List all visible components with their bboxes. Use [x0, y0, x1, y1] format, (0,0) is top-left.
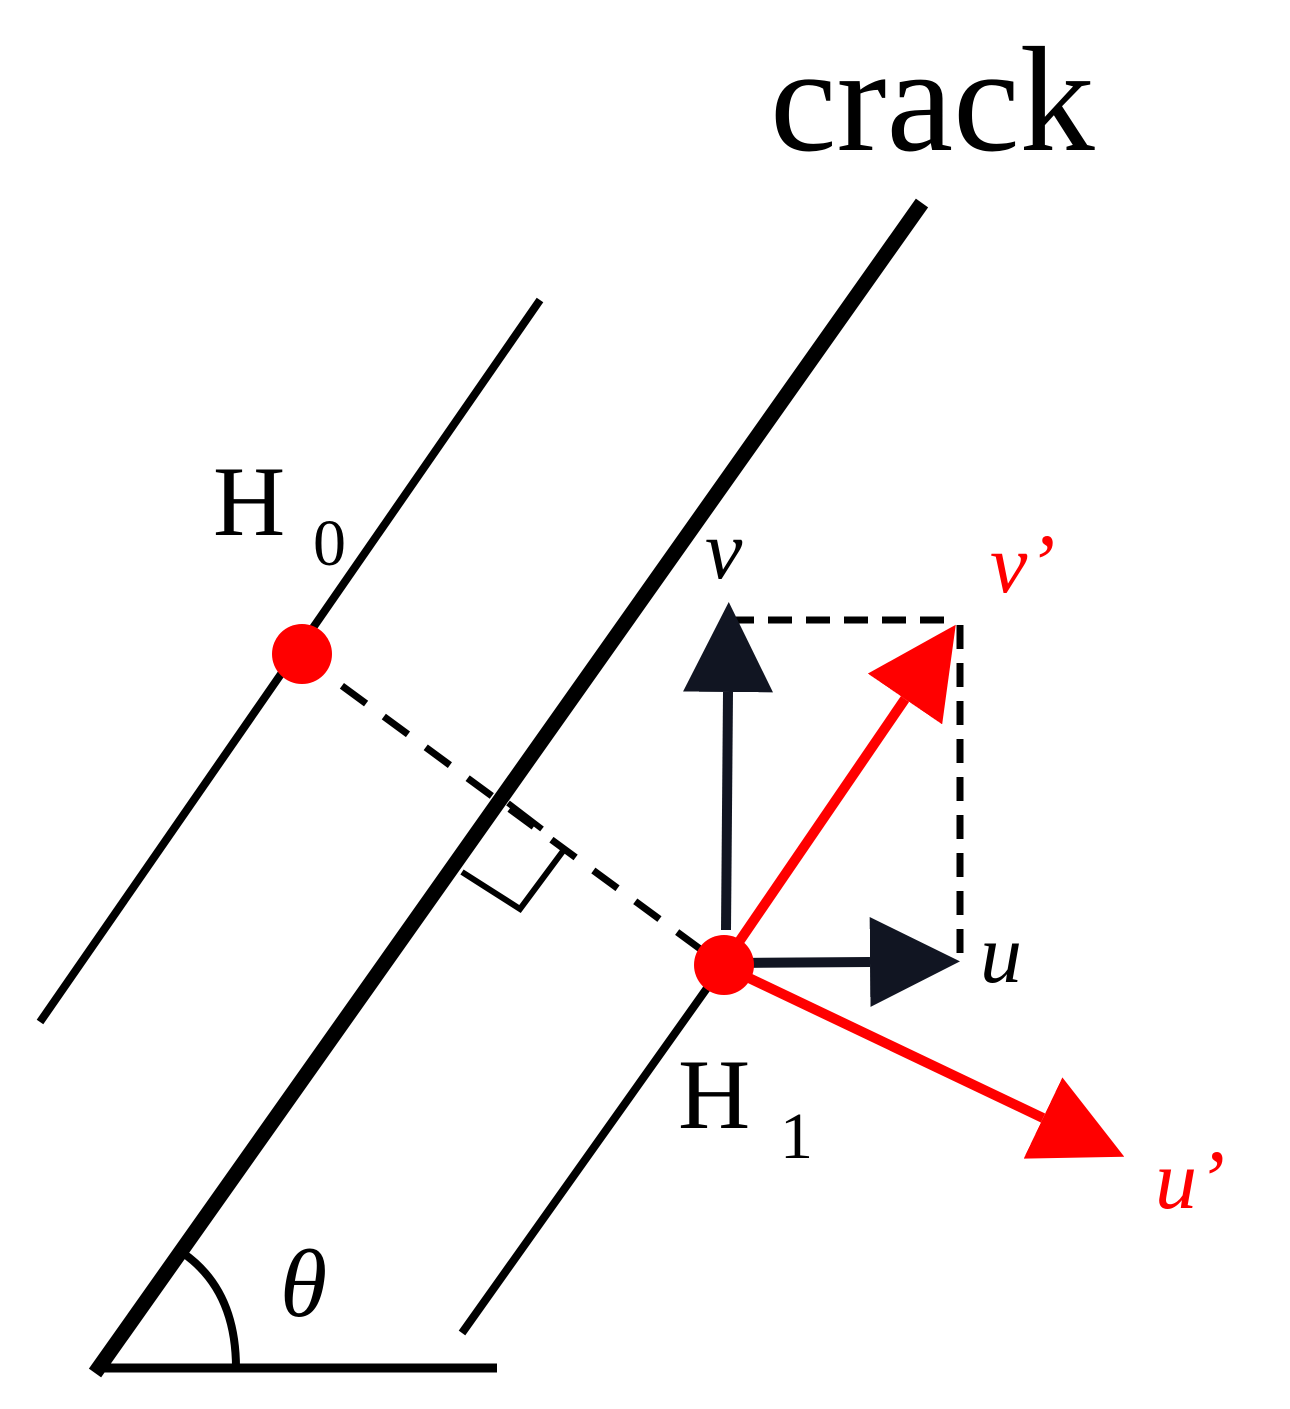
h0-label: H — [213, 446, 285, 557]
vector-v-prime-arrow — [723, 624, 956, 961]
vector-u-arrow — [734, 917, 960, 1007]
point-h0 — [272, 624, 332, 684]
u-label: u — [980, 908, 1022, 1001]
perpendicular-dashed-line — [297, 652, 725, 968]
right-angle-mark-left — [460, 845, 569, 914]
right-angle-mark-top — [506, 800, 544, 832]
crack-label: crack — [770, 17, 1095, 183]
crack-line — [88, 198, 929, 1378]
h1-subscript: 1 — [780, 1100, 813, 1173]
theta-label: θ — [280, 1230, 327, 1337]
right-parallel-line — [458, 964, 726, 1336]
h0-subscript: 0 — [313, 507, 346, 580]
u-prime-label: u’ — [1155, 1134, 1225, 1227]
v-label: v — [705, 504, 743, 597]
vector-u-prime-arrow — [725, 963, 1125, 1159]
h1-label: H — [678, 1039, 750, 1150]
point-h1 — [694, 935, 754, 995]
theta-arc — [180, 1249, 240, 1369]
vector-v-arrow — [683, 602, 773, 931]
v-prime-label: v’ — [990, 518, 1055, 611]
